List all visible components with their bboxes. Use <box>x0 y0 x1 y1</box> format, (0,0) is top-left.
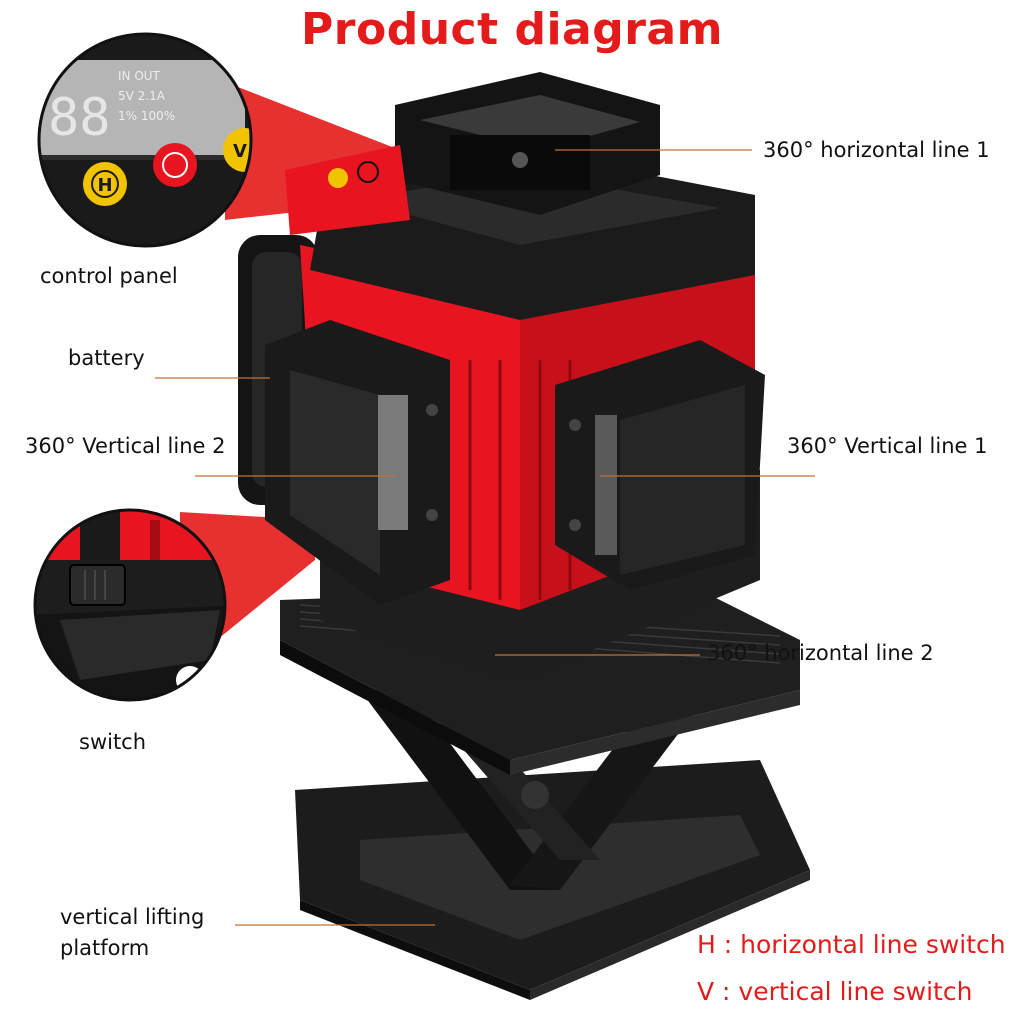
control-panel-closeup-frame <box>37 32 253 248</box>
slide-switch <box>69 564 126 606</box>
label-horizontal-line-1: 360° horizontal line 1 <box>763 138 990 162</box>
v-button <box>223 128 251 172</box>
label-horizontal-line-2: 360° horizontal line 2 <box>707 641 934 665</box>
label-vertical-line-1: 360° Vertical line 1 <box>787 434 988 458</box>
legend-h: H : horizontal line switch <box>697 930 1006 959</box>
label-control-panel: control panel <box>40 264 178 288</box>
lifting-platform-drawing <box>280 585 810 1000</box>
label-lifting-platform-1: vertical lifting <box>60 905 205 929</box>
svg-text:H: H <box>97 175 112 196</box>
label-lifting-platform-2: platform <box>60 936 150 960</box>
display-line-1: IN OUT <box>118 69 161 83</box>
legend-v: V : vertical line switch <box>697 977 973 1006</box>
power-button <box>153 143 197 187</box>
svg-text:V: V <box>233 141 247 162</box>
label-switch: switch <box>79 730 147 754</box>
label-vertical-line-2: 360° Vertical line 2 <box>25 434 226 458</box>
leader-lines <box>155 149 815 926</box>
switch-closeup-frame <box>33 508 227 702</box>
display-line-3: 1% 100% <box>118 109 175 123</box>
switch-closeup <box>35 510 225 700</box>
h-button <box>83 162 127 206</box>
display-digits: 88 <box>48 88 111 148</box>
label-battery: battery <box>68 346 145 370</box>
laser-level-body <box>238 72 765 680</box>
display-line-2: 5V 2.1A <box>118 89 166 103</box>
page-title: Product diagram <box>301 4 723 55</box>
control-panel-closeup: 88 IN OUT 5V 2.1A 1% 100% H V <box>39 34 251 246</box>
